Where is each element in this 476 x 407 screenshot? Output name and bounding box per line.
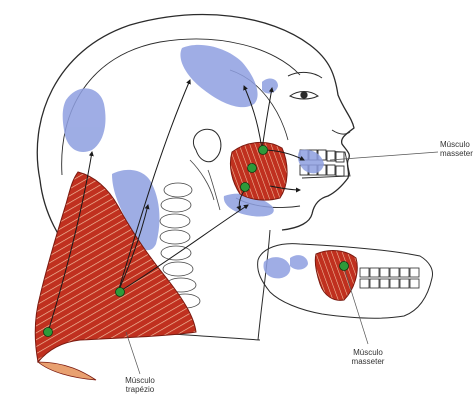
trigger-point-masseter-upper <box>259 146 268 155</box>
pain-zone-temporal <box>63 88 106 152</box>
pain-zone-temple-small <box>262 79 278 94</box>
label-trapezius-line2: trapézio <box>118 385 162 394</box>
label-trapezius-line1: Músculo <box>118 376 162 385</box>
label-masseter-bottom-line1: Músculo <box>345 348 391 357</box>
label-masseter-top-line1: Músculo <box>440 140 473 149</box>
trigger-point-masseter-middle <box>248 164 257 173</box>
trigger-point-masseter-lower <box>241 183 250 192</box>
inset-pain-zone <box>263 257 290 278</box>
label-masseter-bottom-line2: masseter <box>345 357 391 366</box>
inset-masseter-muscle <box>315 251 357 301</box>
trigger-point-inset-masseter <box>340 262 349 271</box>
inset-jaw-diagram <box>258 244 433 319</box>
label-masseter-top-line2: masseter <box>440 149 473 158</box>
pain-zone-forehead <box>180 45 257 107</box>
inset-pain-zone-2 <box>290 255 308 270</box>
label-masseter-bottom: Músculo masseter <box>345 348 391 366</box>
inset-teeth <box>360 268 419 288</box>
trigger-point-trapezius-upper <box>116 288 125 297</box>
label-masseter-top: Músculo masseter <box>440 140 473 158</box>
label-trapezius: Músculo trapézio <box>118 376 162 394</box>
trigger-point-trapezius-lower <box>44 328 53 337</box>
